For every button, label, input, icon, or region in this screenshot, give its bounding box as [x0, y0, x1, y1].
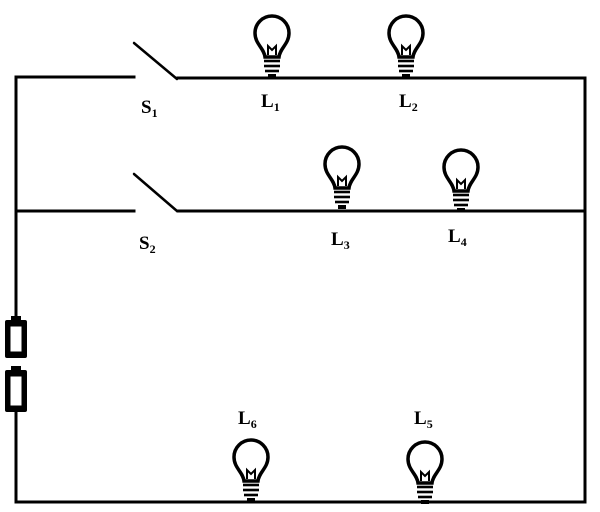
branch-1-wire [14, 75, 136, 320]
switch-s1-lever [132, 41, 179, 81]
switch-s1 [132, 41, 179, 81]
right-return-wire [14, 76, 587, 504]
switch-s2 [132, 172, 179, 213]
bulb-l1-icon [253, 14, 291, 80]
lamp-l6-label: L6 [238, 408, 257, 431]
bulb-l5-icon [406, 440, 444, 506]
bulb-l4-icon [442, 148, 480, 214]
lamp-l2-label: L2 [399, 91, 418, 114]
bulb-l3-icon [323, 145, 361, 211]
battery-cell-bottom [5, 366, 27, 412]
switch-s2-lever [132, 172, 179, 213]
wires [14, 75, 587, 504]
battery [5, 316, 27, 412]
lamp-l3-label: L3 [331, 229, 350, 252]
lamp-l1-label: L1 [261, 91, 280, 114]
battery-cell-top [5, 316, 27, 358]
bulb-l6-icon [232, 438, 270, 504]
bulb-l2-icon [387, 14, 425, 80]
switch-s1-label: S1 [141, 97, 158, 120]
lamp-l5-label: L5 [414, 408, 433, 431]
switch-s2-label: S2 [139, 233, 156, 256]
lamp-l4-label: L4 [448, 226, 467, 249]
